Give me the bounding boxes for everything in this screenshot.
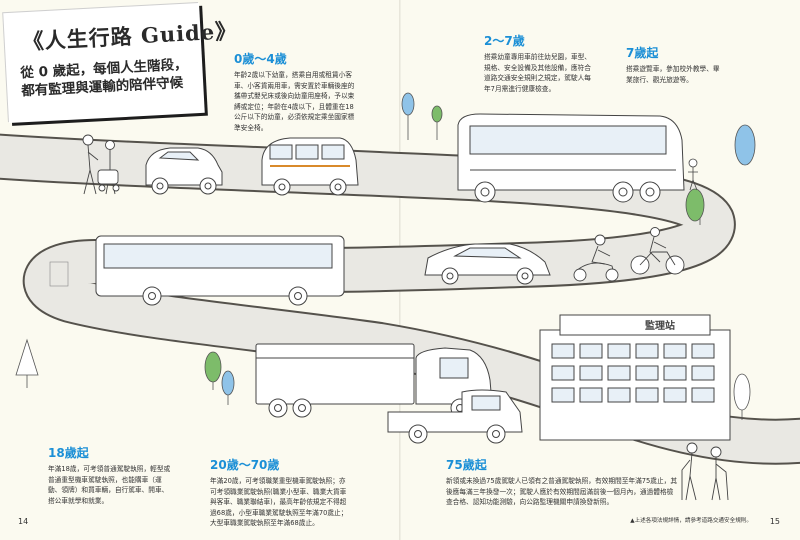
tree: [221, 370, 235, 405]
stage-75-up: 75歲起 新領或未換過75歲駕駛人已領有之普通駕駛執照，有效期間至年滿75歲止，…: [446, 456, 678, 508]
city-bus: [95, 235, 345, 306]
tree: [685, 188, 705, 225]
stage-body: 新領或未換過75歲駕駛人已領有之普通駕駛執照，有效期間至年滿75歲止，其後應每滿…: [446, 477, 678, 506]
stage-heading: 75歲起: [446, 458, 487, 472]
stage-7-up: 7歲起 搭乘遊覽車，參加校外教學、畢業旅行、觀光旅遊等。: [626, 44, 722, 85]
minivan: [261, 137, 359, 196]
stage-body: 年滿18歲，可考領普通駕駛執照，輕型或普通重型機車駕駛執照，也能購車（運動、領牌…: [48, 465, 171, 505]
stage-2-7: 2～7歲 搭乘幼童專用車前往幼兒園，車型、規格、安全設備及其他設備，應符合道路交…: [484, 32, 596, 94]
trees: [15, 92, 756, 420]
tree: [733, 373, 751, 420]
pickup-truck: [387, 389, 523, 444]
tree: [734, 124, 756, 166]
elderly-couple: [681, 442, 729, 501]
stage-body: 搭乘遊覽車，參加校外教學、畢業旅行、觀光旅遊等。: [626, 65, 720, 84]
stage-body: 年齡2歲以下幼童，搭乘自用或租賃小客車、小客貨兩用車，需安置於車輛後座的攜帶式嬰…: [234, 71, 355, 132]
scooter-rider: [573, 234, 619, 282]
stage-18-up: 18歲起 年滿18歲，可考領普通駕駛執照，輕型或普通重型機車駕駛執照，也能購車（…: [48, 444, 172, 506]
sign-board: [49, 261, 69, 287]
stage-0-4: 0歲～4歲 年齡2歲以下幼童，搭乘自用或租賃小客車、小客貨兩用車，需安置於車輛後…: [234, 50, 360, 133]
stage-20-70: 20歲～70歲 年滿20歲，可考領職業重型機車駕駛執照；亦可考領職業駕駛執照(職…: [210, 456, 350, 529]
sedan-car: [424, 243, 551, 285]
title-card: 《人生行路 Guide》 從 0 歲起，每個人生階段， 都有監理與運輸的陪伴守候: [3, 2, 238, 124]
stage-heading: 2～7歲: [484, 34, 525, 48]
tour-bus: [457, 113, 685, 203]
stage-body: 年滿20歲，可考領職業重型機車駕駛執照；亦可考領職業駕駛執照(職業小型車、職業大…: [210, 477, 348, 527]
family-figures: [82, 134, 120, 195]
building-sign-text: 監理站: [645, 319, 675, 332]
tree: [15, 338, 39, 388]
page-number-left: 14: [18, 517, 29, 526]
stage-heading: 7歲起: [626, 46, 659, 60]
cyclist: [630, 227, 685, 275]
subtitle: 從 0 歲起，每個人生階段， 都有監理與運輸的陪伴守候: [20, 56, 189, 101]
stage-heading: 20歲～70歲: [210, 458, 280, 472]
child-figure: [688, 158, 698, 191]
page-number-right: 15: [769, 517, 780, 526]
footnote: ▲上述各項法規詳情，請參考道路交通安全規則。: [630, 518, 752, 524]
tree: [204, 351, 222, 390]
stage-heading: 18歲起: [48, 446, 89, 460]
stage-heading: 0歲～4歲: [234, 52, 287, 66]
tree: [431, 105, 443, 140]
tree: [401, 92, 415, 140]
heavy-truck: [255, 343, 493, 418]
stage-body: 搭乘幼童專用車前往幼兒園，車型、規格、安全設備及其他設備，應符合道路交通安全規則…: [484, 53, 591, 93]
mvo-building: 監理站: [539, 314, 731, 441]
hatchback-car: [145, 147, 223, 195]
